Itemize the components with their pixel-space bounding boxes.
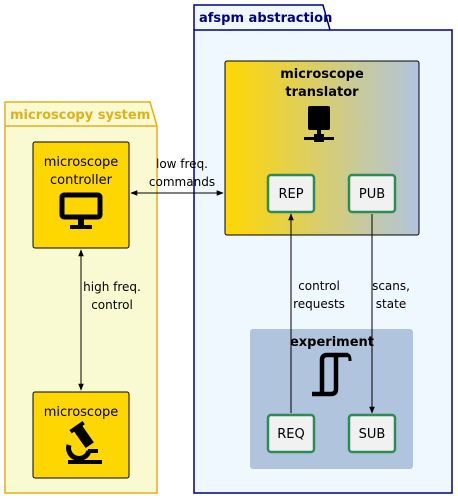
package-afspm-abstraction-title: afspm abstraction xyxy=(199,11,332,26)
edge-low-freq-label-2: commands xyxy=(149,175,215,189)
edge-control-requests: control requests xyxy=(288,213,345,413)
port-rep-box xyxy=(266,173,316,214)
network-icon xyxy=(304,106,334,142)
script-icon xyxy=(312,352,352,397)
edge-scans-state-label-2: state xyxy=(376,297,406,311)
edge-high-freq-label-1: high freq. xyxy=(83,280,141,294)
port-req: REQ xyxy=(266,413,316,454)
monitor-icon xyxy=(59,192,103,229)
edge-control-requests-label-2: requests xyxy=(293,297,345,311)
port-req-box xyxy=(266,413,316,454)
port-sub-box xyxy=(347,413,397,454)
edge-high-freq-label-2: control xyxy=(91,298,133,312)
port-pub: PUB xyxy=(347,173,397,214)
node-experiment-label: experiment xyxy=(290,335,374,350)
node-microscope: microscope xyxy=(32,391,130,479)
node-translator-label-1: microscope xyxy=(280,67,364,82)
port-rep-label: REP xyxy=(278,187,303,202)
node-translator-label-2: translator xyxy=(285,85,359,100)
edge-low-freq-commands: low freq. commands xyxy=(130,157,224,196)
package-microscopy-system-title: microscopy system xyxy=(10,108,150,123)
edge-scans-state-label-1: scans, xyxy=(372,279,410,293)
edge-scans-state: scans, state xyxy=(369,214,410,414)
node-controller-label-1: microscope xyxy=(44,155,119,170)
port-pub-label: PUB xyxy=(359,187,385,202)
node-microscope-label: microscope xyxy=(44,405,119,420)
edge-control-requests-label-1: control xyxy=(298,279,340,293)
port-pub-box xyxy=(347,173,397,214)
node-controller-label-2: controller xyxy=(50,173,113,188)
edge-high-freq-control: high freq. control xyxy=(78,249,141,391)
port-req-label: REQ xyxy=(277,427,304,442)
node-microscope-controller: microscope controller xyxy=(32,141,130,249)
edge-low-freq-label-1: low freq. xyxy=(156,157,208,171)
port-rep: REP xyxy=(266,173,316,214)
microscope-icon xyxy=(66,420,102,464)
port-sub-label: SUB xyxy=(359,427,386,442)
port-sub: SUB xyxy=(347,413,397,454)
